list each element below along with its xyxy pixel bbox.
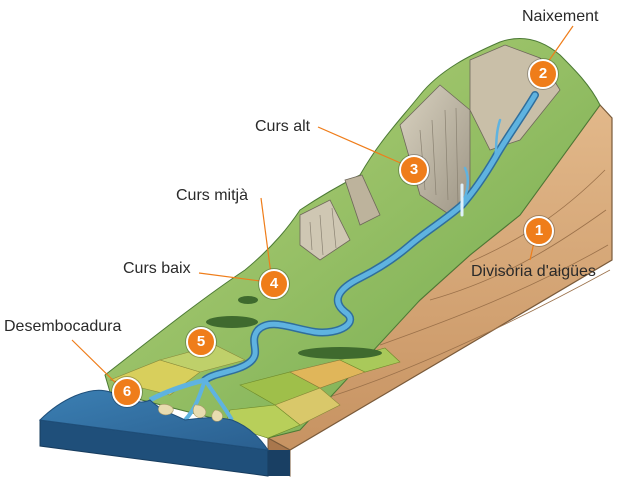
label-desembocadura: Desembocadura (4, 318, 122, 335)
marker-6: 6 (112, 377, 142, 407)
leader-curs-alt (317, 126, 413, 169)
marker-4: 4 (259, 269, 289, 299)
forest (206, 296, 382, 359)
river (201, 91, 539, 384)
delta-islands (158, 404, 223, 422)
label-curs-baix: Curs baix (123, 260, 191, 277)
marker-2: 2 (528, 59, 558, 89)
label-curs-mitja: Curs mitjà (176, 187, 249, 204)
delta (148, 377, 234, 422)
marker-1: 1 (524, 216, 554, 246)
leader-curs-baix (198, 272, 269, 283)
marker-3: 3 (399, 155, 429, 185)
leader-curs-mitja (260, 197, 273, 283)
label-naixement: Naixement (522, 8, 599, 25)
land-surface (104, 37, 601, 439)
label-divisoria: Divisòria d'aigües (471, 263, 596, 280)
label-curs-alt: Curs alt (255, 118, 311, 135)
marker-5: 5 (186, 327, 216, 357)
